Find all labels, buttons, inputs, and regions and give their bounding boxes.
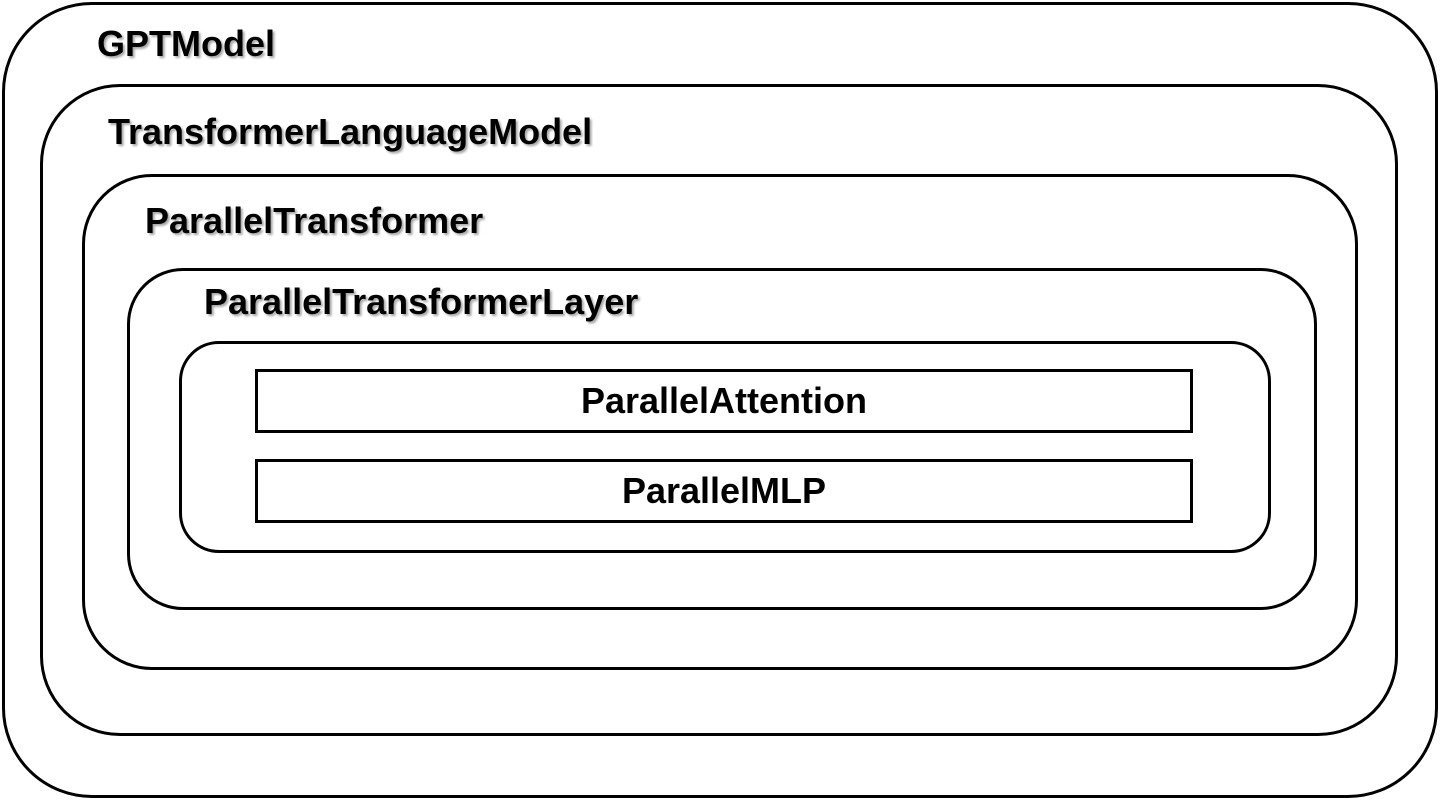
parallel-transformer-label: ParallelTransformer [145,200,484,241]
transformer-language-model-container [40,84,1398,736]
parallel-transformer-container [82,174,1358,670]
gpt-model-label: GPTModel [97,23,275,64]
layer-submodules-container [179,341,1271,553]
transformer-language-model-label: TransformerLanguageModel [108,111,593,152]
parallel-attention-box: ParallelAttention [255,369,1193,433]
parallel-transformer-layer-label: ParallelTransformerLayer [204,281,639,322]
parallel-attention-label: ParallelAttention [580,380,868,421]
parallel-mlp-label: ParallelMLP [621,470,827,511]
parallel-transformer-layer-container [127,268,1317,610]
parallel-mlp-box: ParallelMLP [255,459,1193,523]
